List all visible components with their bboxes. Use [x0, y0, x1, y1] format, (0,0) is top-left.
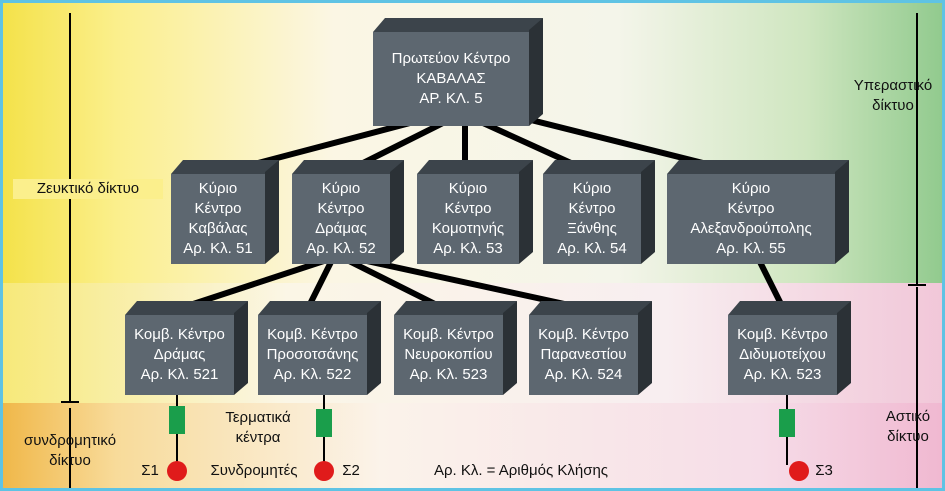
node-center-line: Διδυμοτείχου — [739, 346, 826, 363]
node-center-line: Κομβ. Κέντρο — [403, 326, 494, 343]
s3-label: Σ3 — [815, 462, 833, 479]
main-center-line: Κύριο — [198, 180, 238, 197]
main-center-line: Κύριο — [572, 180, 612, 197]
arrow-tick — [61, 401, 79, 403]
interurban-network-line: δίκτυο — [872, 97, 914, 114]
subscriber-network-line: δίκτυο — [49, 452, 91, 469]
urban-network-line: δίκτυο — [887, 428, 929, 445]
main-center-line: Αλεξανδρούπολης — [690, 220, 812, 237]
interurban-network-line: Υπεραστικό — [853, 77, 933, 94]
junction-network-label: Ζευκτικό δίκτυο — [13, 179, 163, 199]
terminal-centers-line: κέντρα — [235, 429, 281, 446]
node-center-line: Κομβ. Κέντρο — [737, 326, 828, 343]
terminal-centers-line: Τερματικά — [225, 409, 291, 426]
node-center-line: Αρ. Κλ. 524 — [544, 366, 623, 383]
main-center-box: Κύριο Κέντρο Κομοτηνής Αρ. Κλ. 53 — [417, 160, 533, 264]
urban-network-arrow — [916, 287, 918, 488]
terminal-centers-label: Τερματικά κέντρα — [213, 408, 303, 448]
main-center-line: Αρ. Κλ. 53 — [433, 240, 503, 257]
main-center-line: Αρ. Κλ. 54 — [557, 240, 627, 257]
subscriber-network-label: συνδρομητικό δίκτυο — [11, 431, 129, 471]
subscribers-label: Συνδρομητές — [210, 462, 298, 479]
node-center-box: Κομβ. Κέντρο Νευροκοπίου Αρ. Κλ. 523 — [394, 301, 517, 395]
subscriber-icon — [167, 461, 187, 481]
node-center-box: Κομβ. Κέντρο Παρανεστίου Αρ. Κλ. 524 — [529, 301, 652, 395]
node-center-line: Αρ. Κλ. 522 — [273, 366, 352, 383]
main-center-line: Κέντρο — [194, 200, 242, 217]
arrow-tick — [908, 284, 926, 286]
node-center-line: Παρανεστίου — [540, 346, 627, 363]
junction-network-arrow — [69, 13, 71, 403]
main-center-line: Καβάλας — [188, 220, 248, 237]
node-center-box: Κομβ. Κέντρο Διδυμοτείχου Αρ. Κλ. 523 — [728, 301, 851, 395]
node-center-box: Κομβ. Κέντρο Δράμας Αρ. Κλ. 521 — [125, 301, 248, 395]
urban-network-line: Αστικό — [885, 408, 931, 425]
main-center-box: Κύριο Κέντρο Ξάνθης Αρ. Κλ. 54 — [543, 160, 655, 264]
main-center-line: Ξάνθης — [567, 220, 617, 237]
node-center-line: Προσοτσάνης — [266, 346, 359, 363]
node-center-line: Κομβ. Κέντρο — [134, 326, 225, 343]
main-center-line: Αρ. Κλ. 51 — [183, 240, 253, 257]
s2-label: Σ2 — [342, 462, 360, 479]
s1-label: Σ1 — [141, 462, 159, 479]
node-center-line: Κομβ. Κέντρο — [538, 326, 629, 343]
interurban-network-label: Υπεραστικό δίκτυο — [843, 76, 942, 116]
node-center-line: Αρ. Κλ. 521 — [140, 366, 219, 383]
main-center-line: Αρ. Κλ. 52 — [306, 240, 376, 257]
primary-center-line: ΚΑΒΑΛΑΣ — [416, 70, 486, 87]
urban-network-label: Αστικό δίκτυο — [871, 407, 942, 447]
main-center-line: Κέντρο — [444, 200, 492, 217]
subscriber-network-arrow — [69, 408, 71, 488]
main-center-line: Κέντρο — [568, 200, 616, 217]
node-center-line: Κομβ. Κέντρο — [267, 326, 358, 343]
terminal-icon — [169, 406, 185, 434]
node-center-line: Αρ. Κλ. 523 — [743, 366, 822, 383]
main-center-line: Κέντρο — [727, 200, 775, 217]
subscriber-network-line: συνδρομητικό — [23, 432, 117, 449]
main-center-line: Κύριο — [448, 180, 488, 197]
main-center-line: Αρ. Κλ. 55 — [716, 240, 786, 257]
main-center-box: Κύριο Κέντρο Αλεξανδρούπολης Αρ. Κλ. 55 — [667, 160, 849, 264]
legend-label: Αρ. Κλ. = Αριθμός Κλήσης — [433, 462, 609, 479]
subscriber-icon — [789, 461, 809, 481]
terminal-icon — [779, 409, 795, 437]
primary-center-box: Πρωτεύον Κέντρο ΚΑΒΑΛΑΣ ΑΡ. ΚΛ. 5 — [373, 18, 543, 126]
main-center-line: Κομοτηνής — [431, 220, 505, 237]
primary-center-line: ΑΡ. ΚΛ. 5 — [419, 90, 483, 107]
main-center-line: Κύριο — [731, 180, 771, 197]
primary-center-line: Πρωτεύον Κέντρο — [391, 50, 511, 67]
node-center-line: Δράμας — [153, 346, 206, 363]
main-center-box: Κύριο Κέντρο Δράμας Αρ. Κλ. 52 — [292, 160, 404, 264]
terminal-icon — [316, 409, 332, 437]
node-center-line: Αρ. Κλ. 523 — [409, 366, 488, 383]
node-center-box: Κομβ. Κέντρο Προσοτσάνης Αρ. Κλ. 522 — [258, 301, 381, 395]
main-center-line: Δράμας — [315, 220, 367, 237]
main-center-box: Κύριο Κέντρο Καβάλας Αρ. Κλ. 51 — [171, 160, 279, 264]
main-center-line: Κύριο — [321, 180, 361, 197]
node-center-line: Νευροκοπίου — [404, 346, 493, 363]
main-center-line: Κέντρο — [317, 200, 365, 217]
subscriber-icon — [314, 461, 334, 481]
interurban-network-arrow — [916, 13, 918, 285]
